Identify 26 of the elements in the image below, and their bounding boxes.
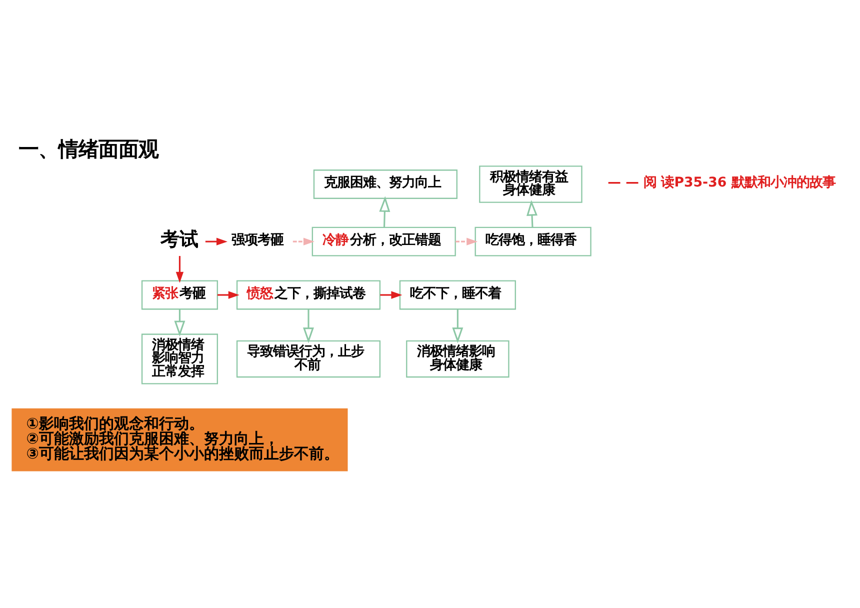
node-box: 吃不下，睡不着 (399, 280, 516, 310)
node-box: 克服困难、努力向上 (313, 170, 458, 199)
arrow (205, 238, 228, 246)
node-box: 冷静分析，改正错题 (312, 226, 456, 256)
node-box: 积极情绪有益身体健康 (479, 166, 582, 203)
node-box: 消极情绪影响身体健康 (406, 340, 510, 378)
diagram-title: 一、情绪面面观 (18, 136, 158, 161)
arrow (292, 238, 314, 246)
arrow (526, 200, 538, 228)
arrow (379, 196, 390, 228)
arrow (174, 309, 186, 336)
arrow (217, 291, 240, 299)
node-box: 紧张考砸 (141, 280, 218, 310)
arrow (452, 309, 464, 344)
node-box: ①影响我们的观念和行动。 ②可能激励我们克服困难、努力向上， ③可能让我们因为某个小小的挫败而止步不前。 (12, 408, 348, 472)
arrow (302, 309, 314, 344)
arrow (456, 238, 478, 246)
arrow (380, 291, 402, 299)
node-box: 愤怒之下，撕掉试卷 (236, 280, 381, 310)
node-box: 消极情绪影响智力正常发挥 (141, 334, 218, 384)
node-box: 导致错误行为，止步不前 (236, 340, 381, 378)
label: — — 阅 读P35-36 默默和小冲的故事 (608, 176, 836, 191)
node-text: 强项考砸 (232, 233, 284, 248)
arrow (176, 256, 184, 283)
node-text: 考试 (160, 230, 198, 251)
node-box: 吃得饱，睡得香 (474, 226, 592, 256)
